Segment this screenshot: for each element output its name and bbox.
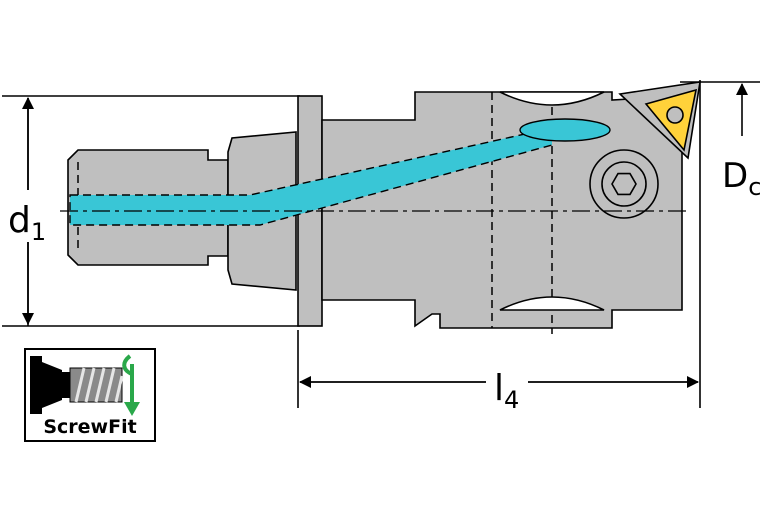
screwfit-label: ScrewFit bbox=[43, 416, 137, 438]
coolant-channel bbox=[69, 118, 611, 226]
screwfit-icon bbox=[30, 354, 140, 416]
screwfit-badge: ScrewFit bbox=[24, 348, 156, 442]
l4-label: l4 bbox=[494, 368, 519, 414]
dc-label: Dc bbox=[722, 156, 761, 201]
chip-recesses bbox=[499, 91, 605, 311]
cutting-insert bbox=[618, 81, 701, 160]
extension-lines bbox=[2, 80, 760, 408]
clamp-screw bbox=[589, 149, 659, 219]
d1-label: d1 bbox=[8, 200, 46, 246]
